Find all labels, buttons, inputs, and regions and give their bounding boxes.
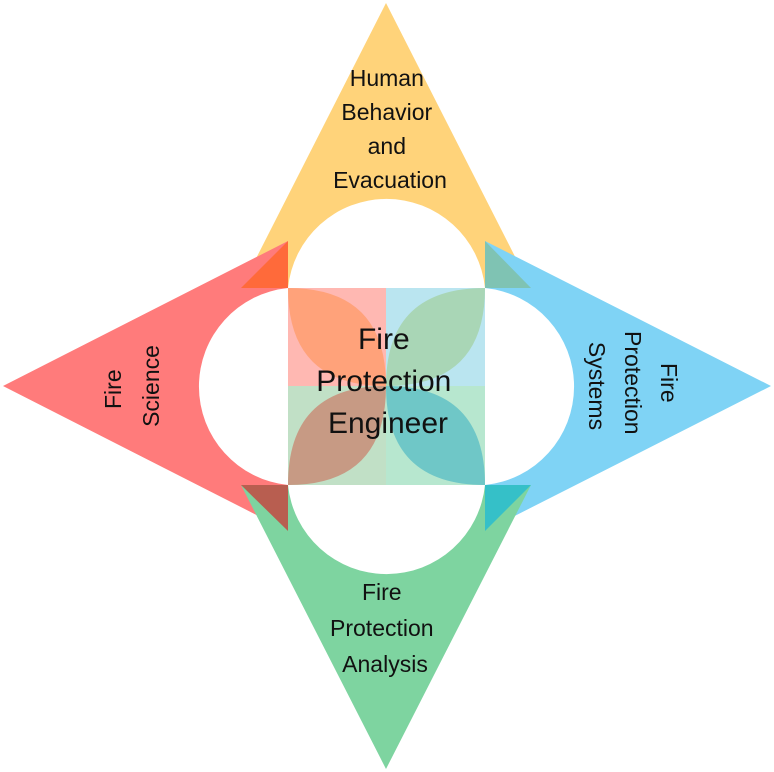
- bottom-label-line: Analysis: [342, 651, 428, 677]
- overlap-top-left: [241, 241, 288, 288]
- overlap-bottom-left: [241, 485, 288, 531]
- center-label-line: Engineer: [328, 407, 448, 440]
- top-label-line: Behavior: [341, 99, 432, 125]
- center-label: Fire Protection Engineer: [316, 323, 459, 440]
- overlap-bottom-right: [485, 485, 531, 531]
- top-label: Human Behavior and Evacuation: [333, 65, 447, 193]
- triangle-right: [485, 241, 771, 531]
- left-label: Fire Science: [100, 345, 164, 427]
- bottom-label: Fire Protection Analysis: [330, 579, 440, 677]
- center-square: [288, 288, 485, 485]
- right-label: Fire Protection Systems: [584, 331, 682, 441]
- top-label-line: Evacuation: [333, 167, 447, 193]
- overlap-top-right: [485, 241, 531, 288]
- petal-bottom-right: [386, 386, 485, 485]
- petal-top-left: [288, 288, 386, 386]
- triangle-bottom: [241, 485, 531, 769]
- triangle-top: [241, 3, 531, 288]
- bottom-label-line: Fire: [362, 579, 402, 605]
- bottom-label-line: Protection: [330, 615, 434, 641]
- petal-bottom-left: [288, 386, 386, 485]
- triangle-left: [3, 241, 288, 531]
- center-label-line: Fire: [358, 323, 410, 356]
- right-label-line: Protection: [620, 331, 646, 435]
- top-label-line: Human: [350, 65, 424, 91]
- left-label-line: Science: [138, 345, 164, 427]
- left-label-line: Fire: [100, 369, 126, 409]
- right-label-line: Fire: [656, 363, 682, 403]
- right-label-line: Systems: [584, 342, 610, 430]
- right-label-group: Fire Protection Systems: [584, 331, 682, 441]
- center-label-line: Protection: [316, 365, 451, 398]
- petal-top-right: [386, 288, 485, 386]
- top-label-line: and: [368, 133, 406, 159]
- left-label-group: Fire Science: [100, 345, 164, 427]
